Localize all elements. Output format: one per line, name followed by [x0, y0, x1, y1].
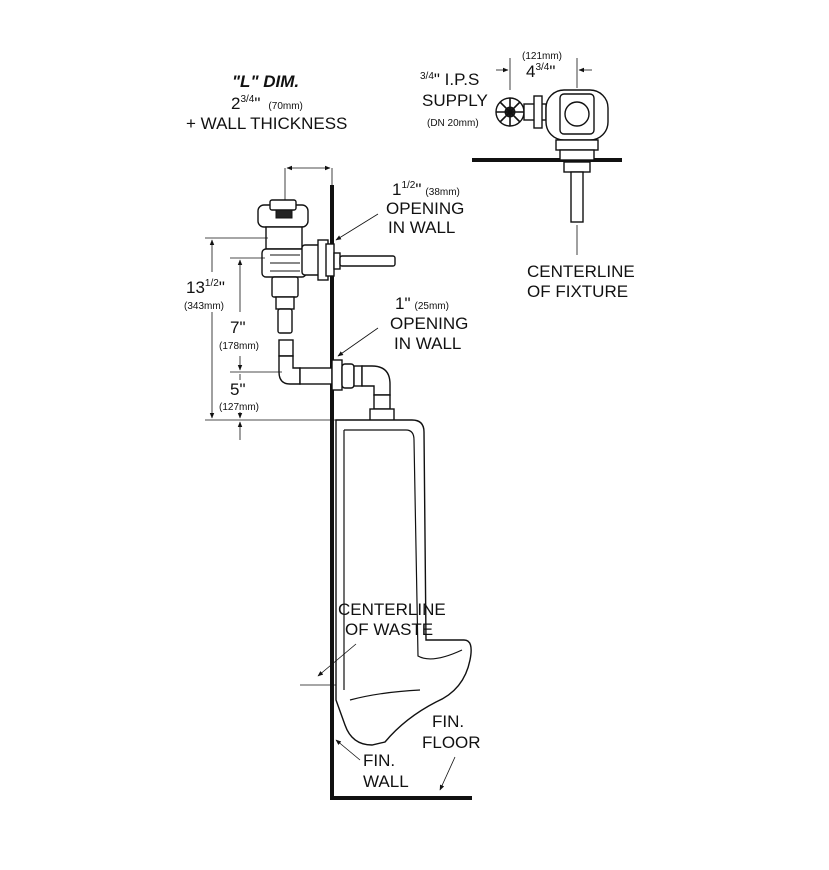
- wall-thickness-label: + WALL THICKNESS: [186, 114, 347, 133]
- dim-5-mm: (127mm): [219, 402, 259, 413]
- l-dim-title: "L" DIM.: [232, 72, 299, 91]
- opening-1-leader: [335, 213, 379, 241]
- opening-2-line1: OPENING: [390, 314, 468, 333]
- dim-5-value: 5": [230, 380, 246, 399]
- dim-7-value: 7": [230, 318, 246, 337]
- supply-label: SUPPLY: [422, 91, 488, 110]
- elbow-spud-assembly: [278, 339, 395, 422]
- vertical-dimension-lines: [205, 237, 336, 440]
- opening-1-line2: IN WALL: [388, 218, 455, 237]
- supply-dn-label: (DN 20mm): [427, 118, 479, 129]
- centerline-fixture-1: CENTERLINE: [527, 262, 635, 281]
- fin-floor-2: FLOOR: [422, 733, 481, 752]
- opening-1-size: 11/2"(38mm): [392, 180, 460, 199]
- fin-wall-2: WALL: [363, 772, 409, 791]
- centerline-waste-2: OF WASTE: [345, 620, 433, 639]
- wall-leader: [335, 739, 361, 761]
- top-dim-mm: (121mm): [522, 51, 562, 62]
- fin-wall-1: FIN.: [363, 751, 395, 770]
- opening-1-line1: OPENING: [386, 199, 464, 218]
- centerline-waste-1: CENTERLINE: [338, 600, 446, 619]
- opening-2-size: 1"(25mm): [395, 294, 449, 313]
- l-dimension-lines: [284, 165, 333, 200]
- top-dimension-lines: [496, 58, 592, 90]
- waste-centerline-leader: [317, 643, 357, 677]
- floor-leader: [439, 756, 456, 791]
- centerline-fixture-2: OF FIXTURE: [527, 282, 628, 301]
- dim-13-mm: (343mm): [184, 301, 224, 312]
- flush-valve-side-view: [257, 199, 396, 334]
- dim-13-value: 131/2": [186, 278, 225, 297]
- opening-2-leader: [337, 327, 379, 357]
- fin-floor-1: FIN.: [432, 712, 464, 731]
- top-dim-value: 43/4": [526, 62, 555, 81]
- l-dim-value: 23/4"(70mm): [231, 94, 303, 113]
- valve-top-view: [472, 89, 622, 255]
- supply-size-label: 3/4" I.P.S: [420, 70, 479, 89]
- opening-2-line2: IN WALL: [394, 334, 461, 353]
- dim-7-mm: (178mm): [219, 341, 259, 352]
- urinal-side-view: [300, 419, 472, 746]
